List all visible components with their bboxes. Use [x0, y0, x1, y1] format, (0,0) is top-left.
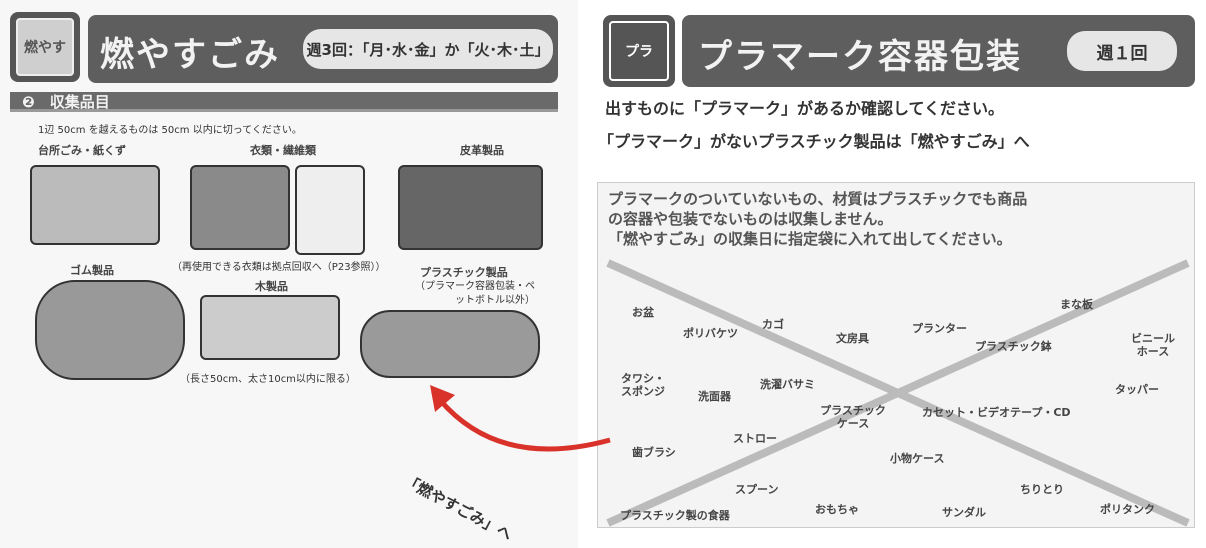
item-label: まな板: [1060, 298, 1093, 311]
item-label: カセット・ビデオテープ・CD: [922, 406, 1071, 419]
kitchen-waste-illustration: [30, 165, 160, 245]
item-label: ちりとり: [1020, 483, 1064, 496]
plastic-items-illustration: [360, 310, 540, 378]
item-label: プラスチック製の食器: [620, 509, 730, 522]
pla-mark-icon: プラ: [603, 15, 675, 87]
item-label: 洗面器: [698, 390, 731, 403]
item-label: お盆: [632, 306, 654, 319]
not-collected-box: プラマークのついていないもの、材質はプラスチックでも商品 の容器や包装でないもの…: [597, 182, 1195, 528]
item-label: プラスチック鉢: [975, 340, 1052, 353]
schedule-badge: 週3回：「月･水･金」か「火･木･土」: [303, 29, 553, 69]
item-label: 洗濯バサミ: [760, 378, 815, 391]
burnable-header: 燃やすごみ 週3回：「月･水･金」か「火･木･土」: [88, 15, 558, 83]
item-label: ストロー: [733, 432, 777, 445]
item-label: 小物ケース: [890, 452, 945, 465]
item-label: タワシ・スポンジ: [621, 372, 665, 398]
category-rubber: ゴム製品: [70, 264, 114, 277]
item-label: ポリタンク: [1100, 503, 1155, 516]
clothes-note: （再使用できる衣類は拠点回収へ（P23参照））: [172, 262, 386, 273]
red-arrow: [430, 385, 611, 452]
section-title: ❷ 収集品目: [10, 92, 558, 112]
bag-shoe-illustration: [398, 165, 543, 250]
item-label: プラスチックケース: [820, 404, 886, 430]
pla-instruction-2: 「プラマーク」がないプラスチック製品は「燃やすごみ」へ: [598, 132, 1030, 151]
page-title: 燃やすごみ: [100, 35, 280, 75]
glove-ball-illustration: [35, 280, 185, 380]
item-label: ビニールホース: [1131, 332, 1175, 358]
box-text-1: プラマークのついていないもの、材質はプラスチックでも商品: [608, 190, 1028, 208]
box-text-3: 「燃やすごみ」の収集日に指定袋に入れて出してください。: [608, 230, 1012, 248]
pla-title: プラマーク容器包装: [698, 37, 1022, 77]
item-label: おもちゃ: [815, 503, 859, 516]
item-label: ポリバケツ: [683, 327, 738, 340]
item-label: プランター: [912, 322, 967, 335]
category-leather: 皮革製品: [460, 144, 504, 157]
category-kitchen: 台所ごみ・紙くず: [38, 144, 126, 157]
wood-note: （長さ50cm、太さ10cm以内に限る）: [180, 374, 356, 385]
box-text-2: の容器や包装でないものは収集しません。: [608, 210, 893, 228]
burnable-icon: 燃やす: [10, 12, 80, 82]
pla-header: プラマーク容器包装 週１回: [682, 15, 1195, 87]
pla-instruction-1: 出すものに「プラマーク」があるか確認してください。: [605, 99, 1005, 118]
sock-illustration: [295, 165, 365, 255]
burnable-panel: 燃やす 燃やすごみ 週3回：「月･水･金」か「火･木･土」 ❷ 収集品目 1辺 …: [0, 0, 578, 548]
plastic-note: （プラマーク容器包装・ペットボトル以外）: [415, 281, 535, 306]
category-wood: 木製品: [255, 280, 288, 293]
category-clothes: 衣類・繊維類: [250, 144, 316, 157]
cross-mark: [606, 259, 1190, 527]
item-label: タッパー: [1115, 383, 1159, 396]
item-label: カゴ: [762, 318, 784, 331]
shirt-illustration: [190, 165, 290, 250]
size-note: 1辺 50cm を越えるものは 50cm 以内に切ってください。: [38, 125, 302, 136]
wood-illustration: [200, 295, 340, 360]
item-label: 歯ブラシ: [632, 446, 676, 459]
item-label: 文房具: [836, 332, 869, 345]
item-label: スプーン: [735, 483, 779, 496]
category-plastic: プラスチック製品: [420, 266, 508, 279]
item-label: サンダル: [942, 506, 986, 519]
pla-schedule-badge: 週１回: [1067, 31, 1177, 71]
